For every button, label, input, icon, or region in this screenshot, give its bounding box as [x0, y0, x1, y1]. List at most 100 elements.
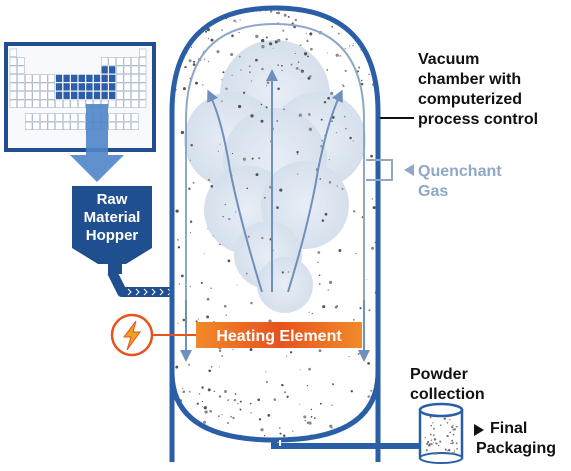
powder-particle [305, 32, 307, 34]
powder-particle [344, 47, 346, 50]
powder-particle [188, 59, 192, 63]
powder-particle [238, 31, 240, 34]
element-cell [138, 82, 147, 91]
powder-particle [328, 158, 330, 161]
powder-particle [303, 415, 307, 419]
powder-particle [439, 424, 442, 426]
powder-particle [357, 352, 360, 355]
triangle-arrow-icon [404, 164, 414, 176]
element-cell [131, 91, 139, 100]
powder-particle [276, 206, 279, 209]
powder-particle [227, 259, 231, 263]
powder-particle [335, 132, 337, 134]
powder-particle [281, 69, 283, 72]
element-cell [123, 65, 132, 74]
powder-particle [328, 280, 333, 285]
element-cell [138, 91, 147, 100]
element-cell [9, 99, 18, 108]
powder-particle [234, 393, 237, 395]
powder-particle [261, 236, 264, 240]
element-cell [47, 121, 56, 130]
powder-particle [372, 432, 375, 434]
powder-particle [277, 11, 281, 15]
powder-particle [310, 47, 313, 51]
powder-particle [317, 251, 321, 254]
powder-particle [283, 108, 285, 111]
powder-particle [432, 422, 434, 424]
powder-particle [336, 305, 338, 307]
powder-particle [261, 44, 265, 49]
powder-particle [206, 297, 210, 301]
element-cell [78, 121, 86, 130]
powder-particle [453, 428, 457, 431]
quenchant-gas-label: Quenchant Gas [366, 159, 502, 200]
element-cell [85, 74, 94, 83]
raw-material-hopper: Raw Material Hopper [72, 186, 152, 274]
powder-particle [444, 448, 447, 451]
element-cell [9, 74, 18, 83]
element-cell [25, 91, 33, 100]
powder-particle [192, 63, 196, 66]
powder-particle [261, 67, 264, 71]
powder-particle [216, 50, 220, 54]
powder-particle [239, 408, 242, 411]
powder-particle [239, 19, 241, 21]
powder-particle [207, 227, 209, 229]
powder-particle [197, 318, 200, 320]
powder-particle [219, 143, 221, 145]
powder-particle [202, 84, 204, 86]
element-cell [138, 99, 147, 108]
powder-particle [292, 430, 294, 433]
powder-particle [201, 400, 204, 403]
element-cell [131, 57, 139, 66]
powder-particle [285, 355, 288, 357]
powder-particle [193, 60, 196, 63]
element-cell [123, 113, 132, 122]
powder-particle [196, 11, 200, 15]
powder-particle [250, 114, 254, 118]
powder-particle [429, 443, 431, 445]
powder-particle [202, 21, 205, 24]
packaging-label-line1: Final [490, 420, 527, 437]
powder-particle [232, 348, 234, 351]
element-cell [70, 82, 78, 91]
element-cell [78, 91, 86, 100]
powder-particle [433, 438, 437, 441]
powder-particle [201, 9, 204, 12]
element-cell [25, 74, 33, 83]
powder-particle [297, 173, 299, 175]
powder-particle [335, 53, 339, 57]
powder-particle [281, 383, 284, 387]
powder-particle [258, 157, 261, 160]
element-cell [78, 82, 86, 91]
element-cell [131, 82, 139, 91]
powder-particle [203, 58, 206, 60]
powder-particle [267, 414, 271, 417]
element-cell [63, 91, 71, 100]
element-cell [138, 65, 147, 74]
element-cell [70, 113, 78, 122]
powder-particle [336, 185, 339, 187]
element-cell [100, 91, 109, 100]
powder-particle [287, 271, 290, 273]
powder-particle [212, 12, 216, 16]
lightning-bolt-icon [110, 313, 154, 357]
powder-particle [377, 13, 378, 15]
element-cell [85, 82, 94, 91]
powder-particle [309, 75, 312, 78]
powder-particle [182, 387, 184, 390]
powder-particle [235, 211, 237, 213]
powder-particle [350, 390, 353, 393]
powder-particle [306, 421, 310, 425]
powder-particle [175, 426, 178, 429]
powder-particle [246, 187, 249, 190]
element-cell [108, 65, 116, 74]
powder-particle [188, 187, 191, 190]
element-cell [47, 99, 56, 108]
powder-particle [307, 55, 309, 58]
powder-particle [228, 218, 230, 220]
powder-particle [319, 402, 322, 405]
powder-particle [368, 73, 370, 76]
element-cell [17, 57, 25, 66]
powder-particle [265, 380, 268, 384]
